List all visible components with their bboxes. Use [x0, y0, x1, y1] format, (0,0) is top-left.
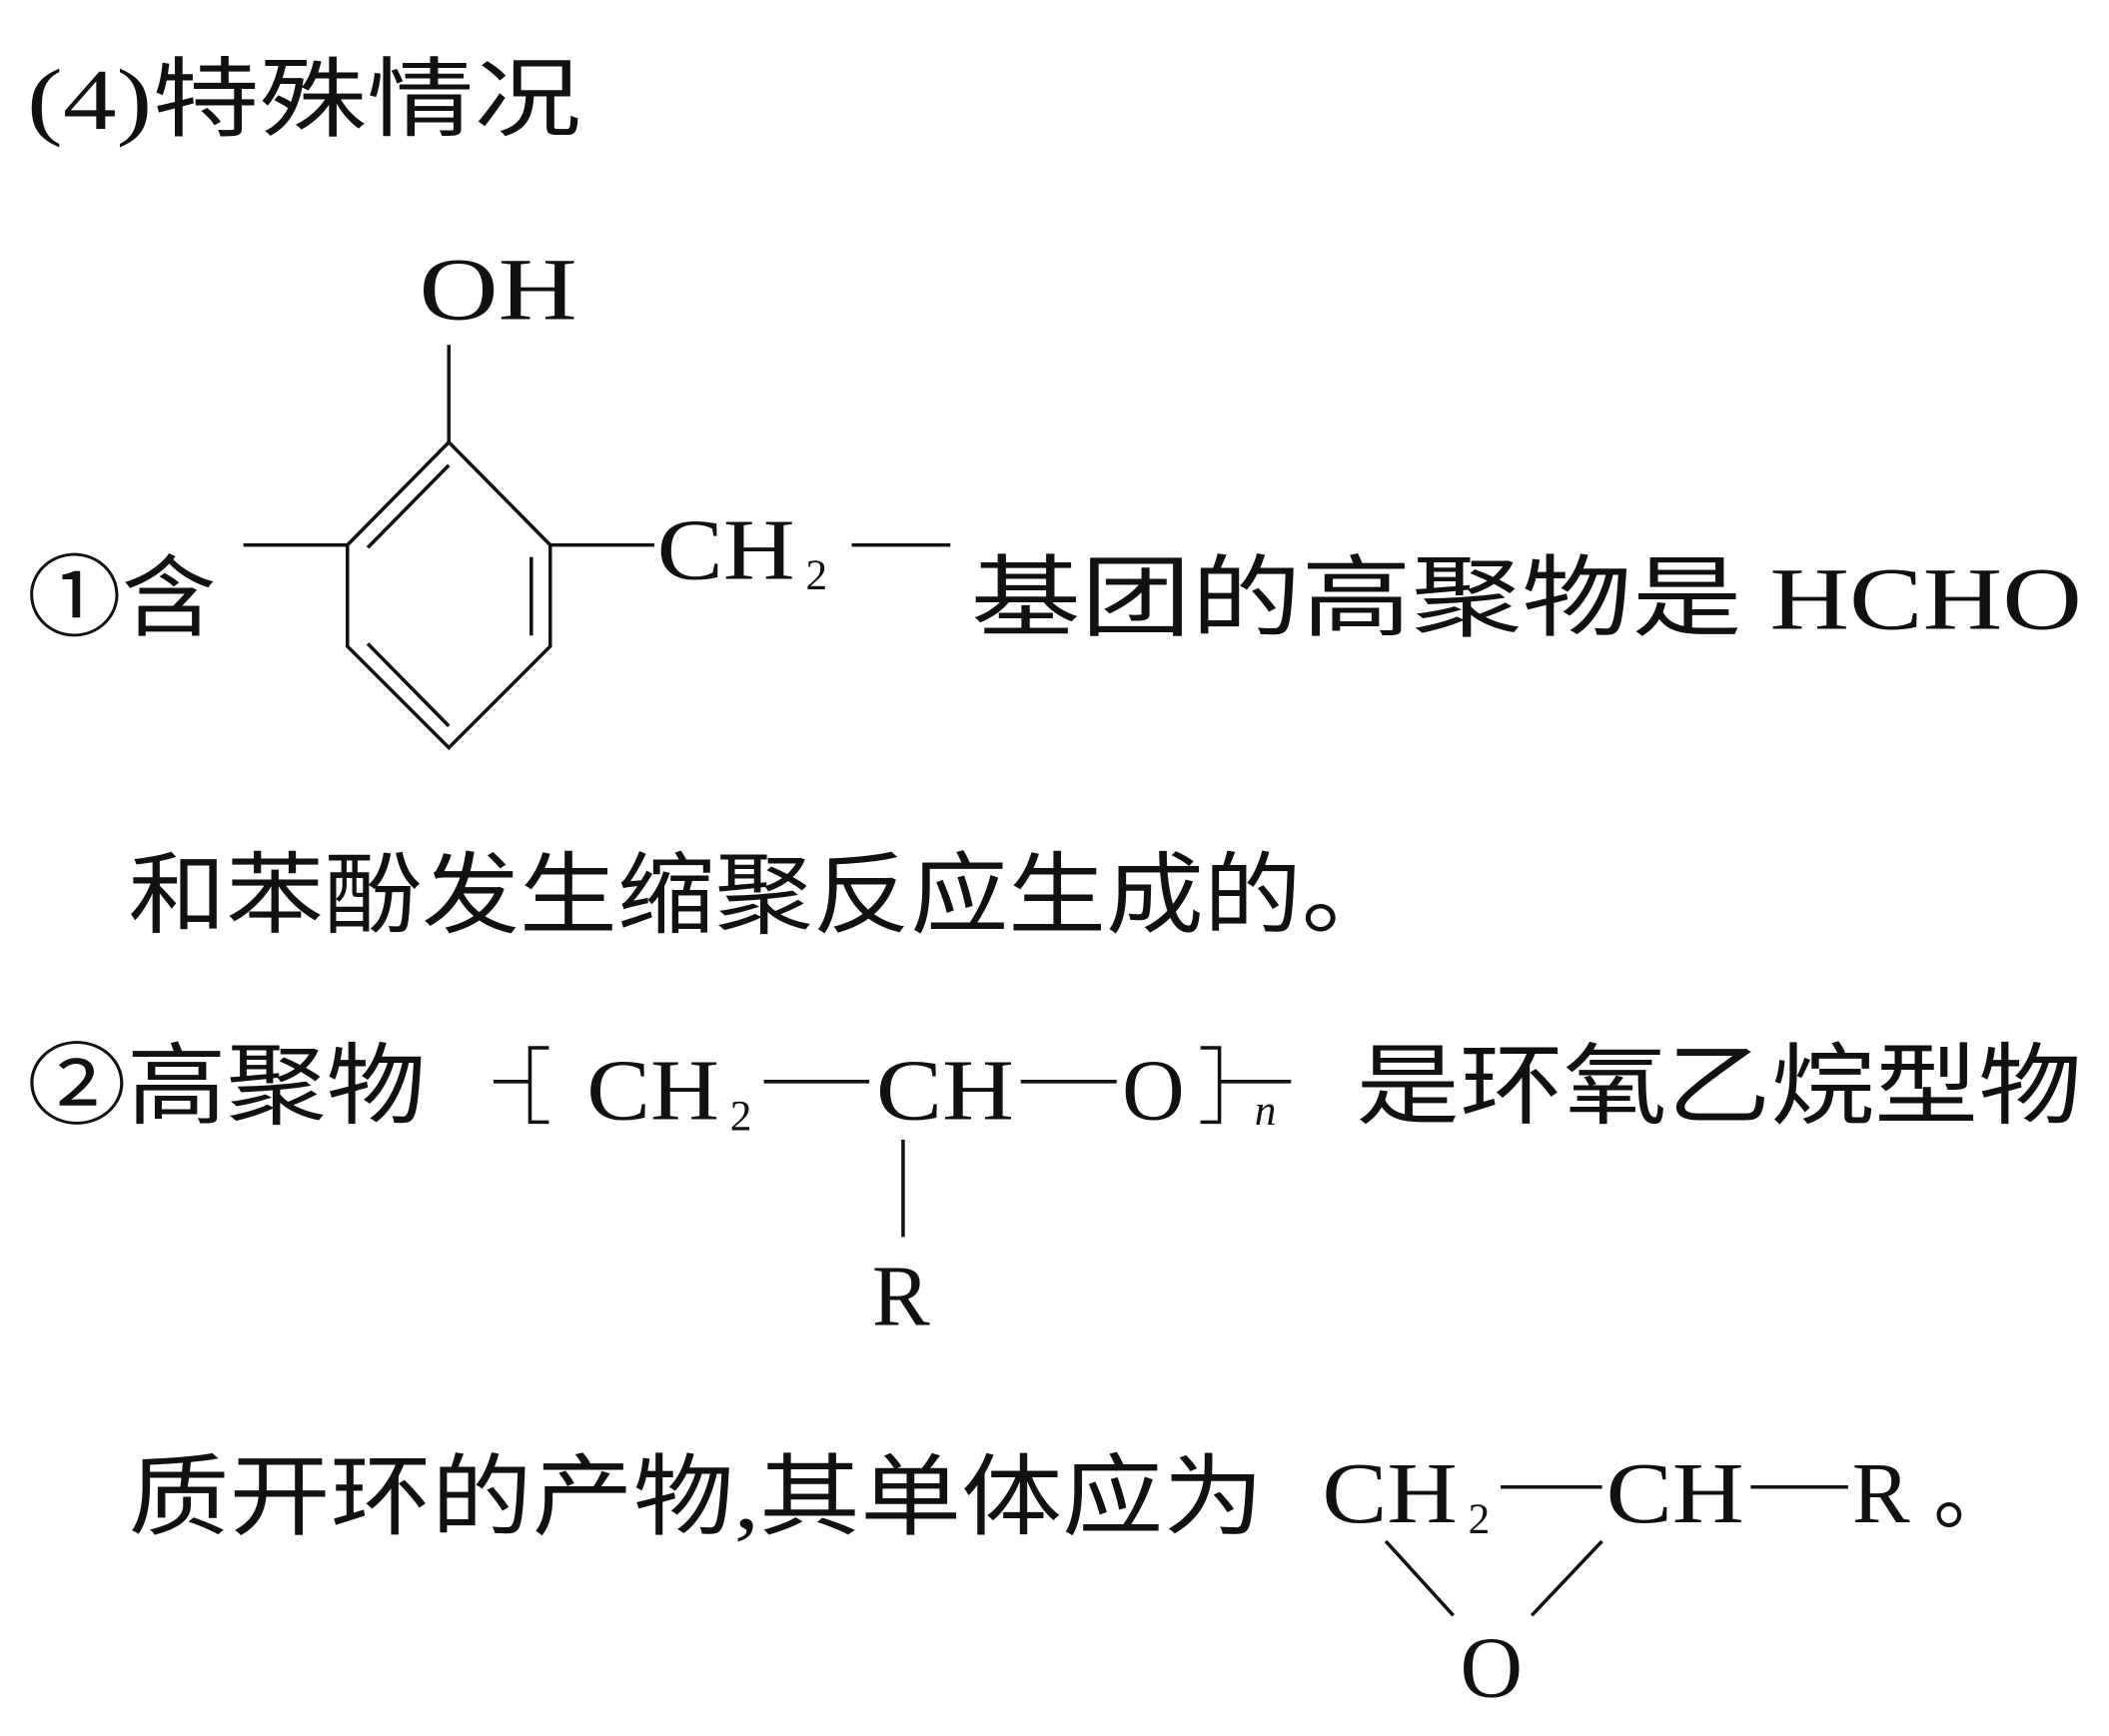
- subscript-2: 2: [806, 551, 828, 599]
- o-label: O: [1122, 1043, 1185, 1139]
- item-1: ①含 OH CH 2 基团的高聚物是 HCHO 和苯酚发生缩聚反应生成的。: [27, 241, 2082, 947]
- epoxide-bond-left: [1384, 1539, 1455, 1617]
- polymer-formula: CH 2 CH O n R: [493, 1043, 1292, 1343]
- monomer-formula: CH 2 CH R 。 O: [1322, 1445, 2014, 1716]
- epoxide-bond-right: [1530, 1539, 1603, 1617]
- item1-text-line2: 和苯酚发生缩聚反应生成的。: [129, 847, 1400, 946]
- ch-label: CH: [876, 1043, 1014, 1139]
- double-bond: [366, 642, 451, 728]
- item1-marker: ①含: [27, 549, 216, 648]
- period: 。: [1933, 1450, 2014, 1540]
- item2-text-line2: 质开环的产物,其单体应为: [129, 1448, 1265, 1547]
- ch2-label: CH: [586, 1043, 719, 1139]
- ch2-label: CH: [1322, 1445, 1457, 1541]
- section-title: (4)特殊情况: [27, 52, 581, 148]
- oh-label: OH: [419, 241, 576, 340]
- benzene-ring: [346, 439, 552, 751]
- ch-label: CH: [1606, 1445, 1744, 1541]
- item2-text: 是环氧乙烷型物: [1356, 1038, 2082, 1137]
- o-label: O: [1460, 1620, 1523, 1716]
- right-bracket: [1200, 1046, 1222, 1125]
- r-label: R: [872, 1248, 930, 1343]
- double-bond: [366, 463, 451, 549]
- repeat-n: n: [1255, 1087, 1277, 1135]
- r-label: R: [1852, 1445, 1910, 1541]
- subscript-2: 2: [1469, 1495, 1491, 1543]
- phenol-structure: OH CH 2: [243, 241, 951, 751]
- item-2: ②高聚物 CH 2 CH O n R 是环氧乙烷型物 质开环的产物,其单体应为 …: [27, 1038, 2082, 1716]
- item1-text: 基团的高聚物是 HCHO: [971, 549, 2082, 648]
- left-bracket: [527, 1046, 549, 1125]
- item2-marker: ②高聚物: [27, 1038, 426, 1137]
- ch-label: CH: [657, 501, 795, 597]
- subscript-2: 2: [730, 1093, 752, 1141]
